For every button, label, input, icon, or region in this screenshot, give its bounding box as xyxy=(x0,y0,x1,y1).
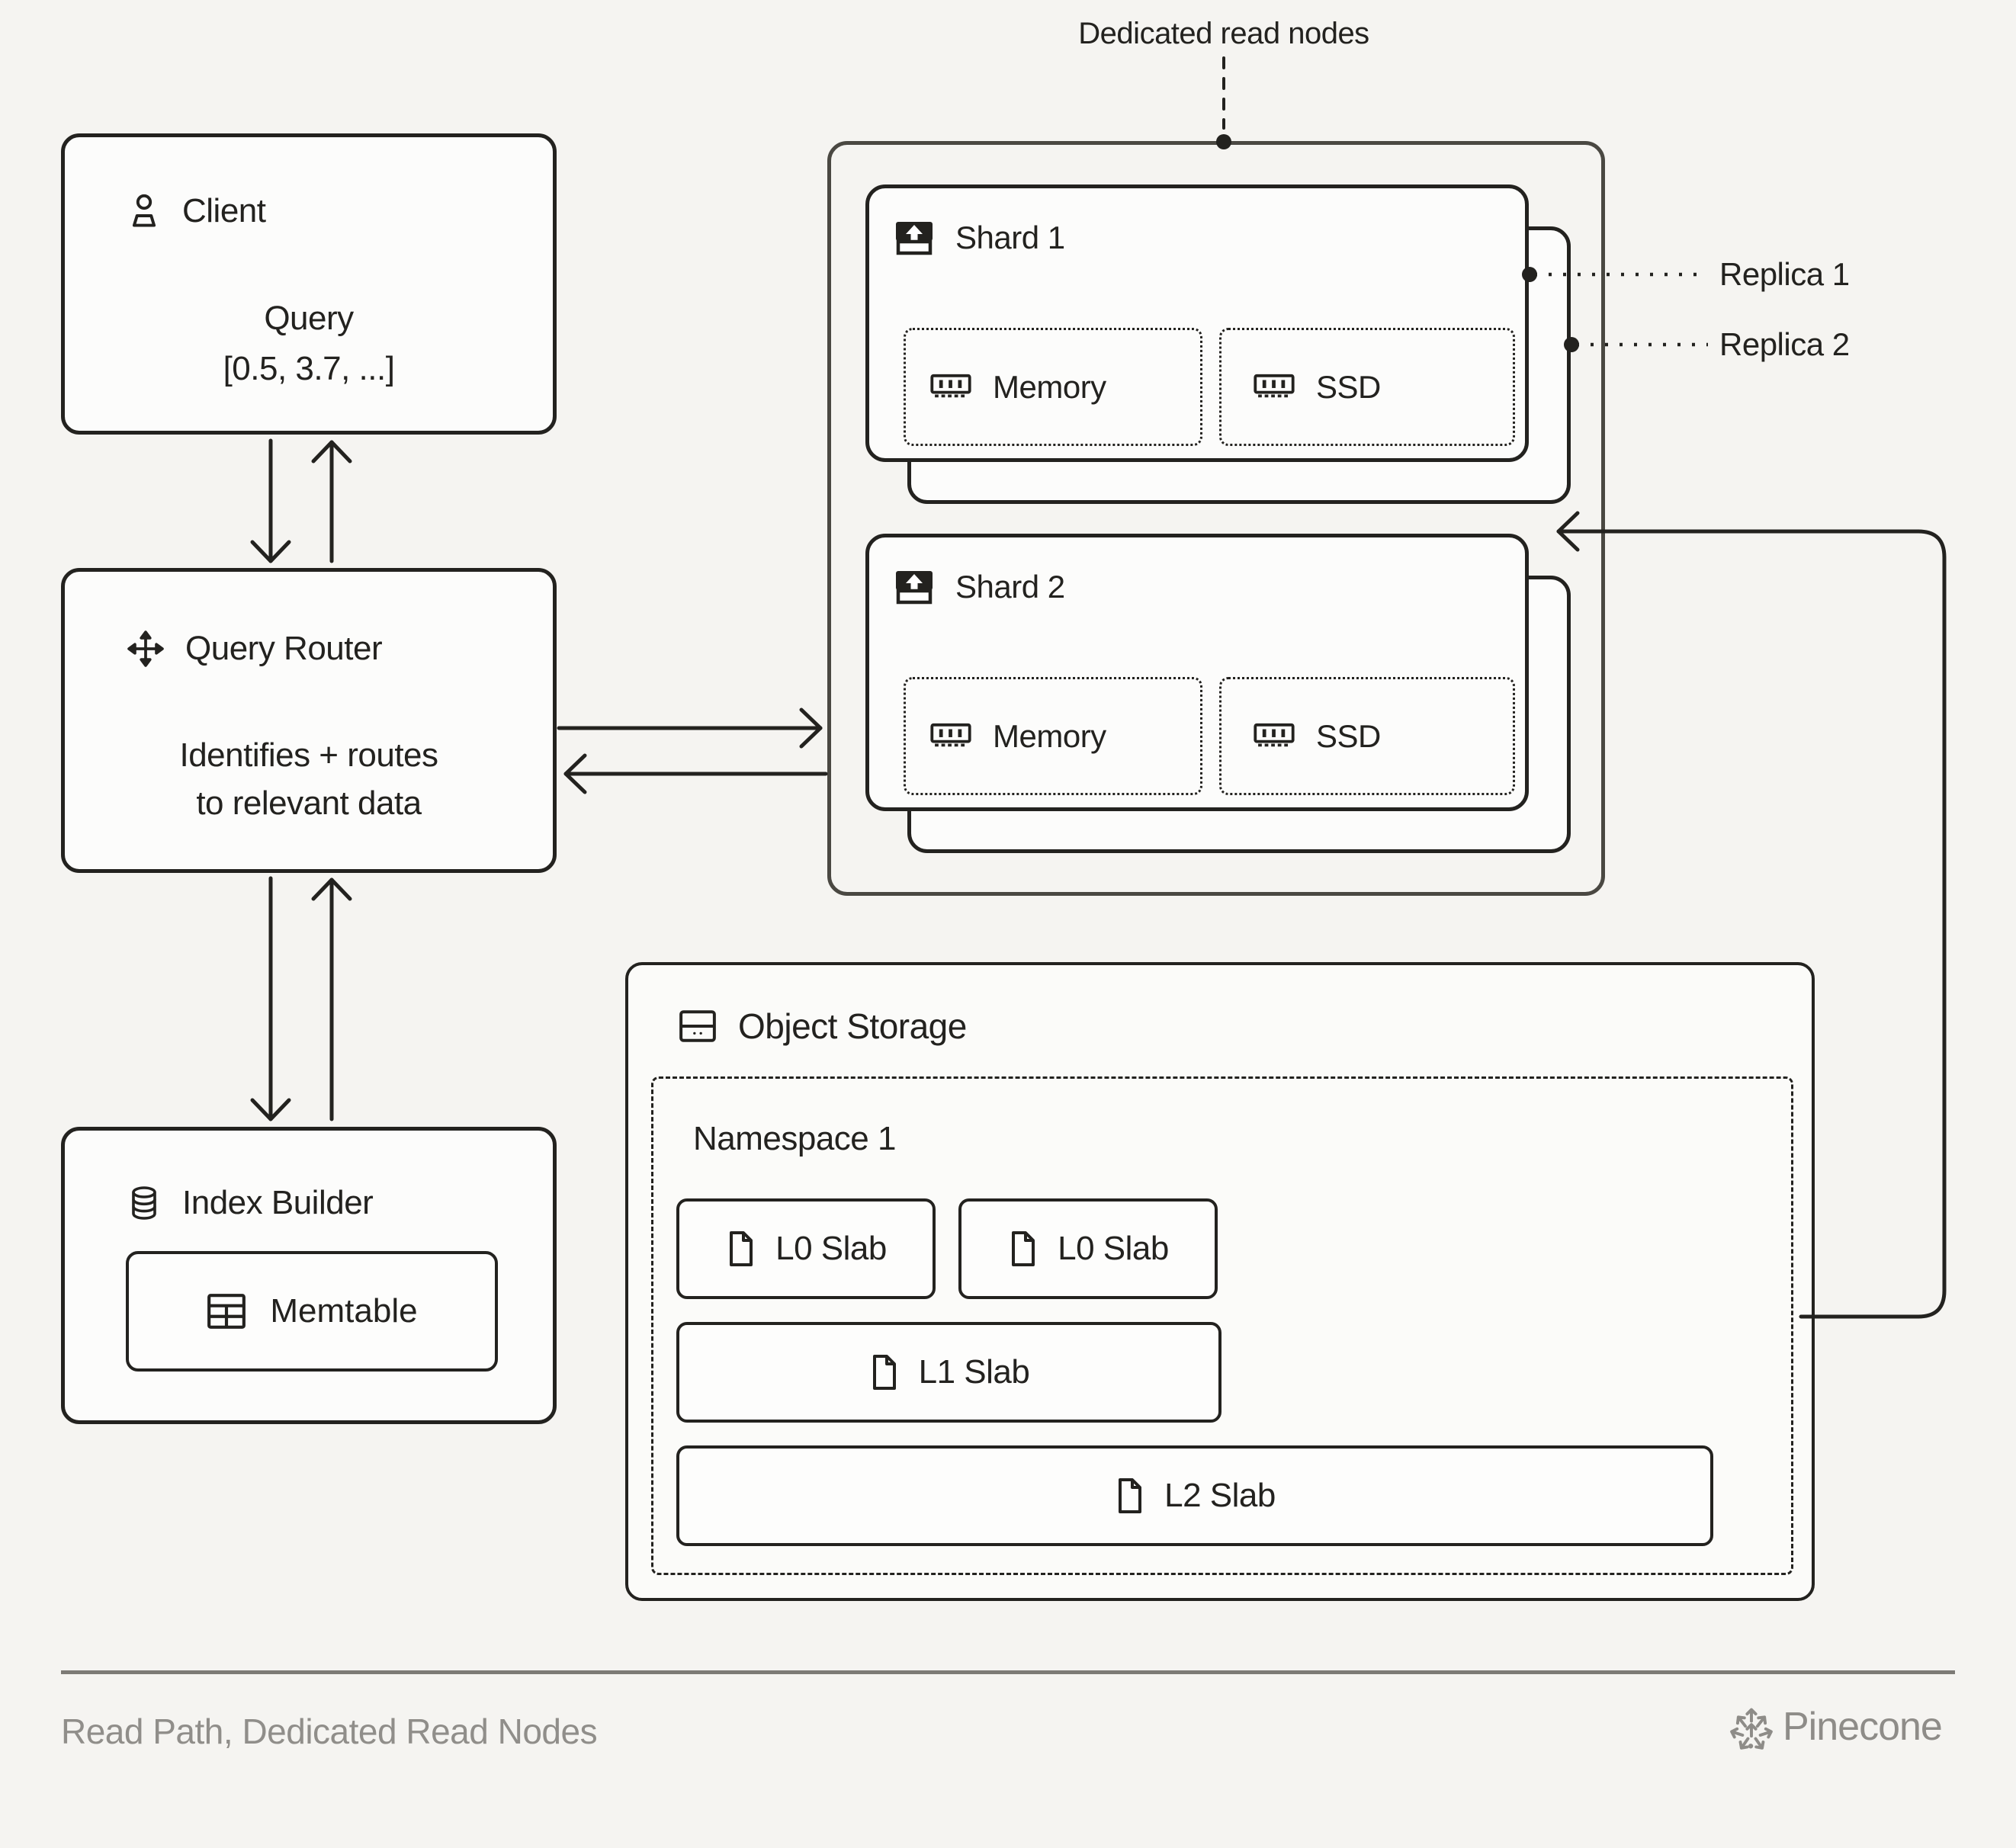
client-query-label: Query xyxy=(264,300,354,337)
query-router-desc-2: to relevant data xyxy=(196,784,422,822)
query-router-box: Query Router Identifies + routes to rele… xyxy=(61,568,557,873)
brand-wordmark: Pinecone xyxy=(1783,1705,1943,1749)
shard1-card: Shard 1 Memory xyxy=(865,184,1529,462)
l2-slab-label: L2 Slab xyxy=(1164,1477,1276,1514)
namespace-label: Namespace 1 xyxy=(693,1120,896,1157)
index-builder-box: Index Builder Memtable xyxy=(61,1127,557,1424)
tray-arrow-up-icon xyxy=(894,569,934,605)
object-storage-header: Object Storage xyxy=(679,1006,967,1046)
shard1-ssd-label: SSD xyxy=(1316,368,1381,405)
shards-to-router-arrow xyxy=(563,753,828,794)
footer-divider xyxy=(61,1670,1955,1674)
dedicated-read-nodes-label: Dedicated read nodes xyxy=(1078,17,1369,50)
query-router-title: Query Router xyxy=(185,630,383,667)
ram-stick-icon xyxy=(1252,722,1296,751)
database-icon xyxy=(127,1185,161,1221)
router-to-client-arrow xyxy=(311,440,352,563)
shard2-header: Shard 2 xyxy=(894,569,1065,605)
index-builder-header: Index Builder xyxy=(127,1184,374,1222)
shard1-header: Shard 1 xyxy=(894,220,1065,255)
shard2-card: Shard 2 Memory xyxy=(865,534,1529,811)
shard1-memory-label: Memory xyxy=(993,368,1106,405)
footer-caption: Read Path, Dedicated Read Nodes xyxy=(61,1712,598,1751)
storage-drive-icon xyxy=(679,1009,717,1044)
file-icon xyxy=(1007,1230,1038,1268)
dedicated-read-nodes-connector xyxy=(1216,56,1231,149)
file-icon xyxy=(1114,1477,1144,1515)
replica1-label: Replica 1 xyxy=(1719,256,1850,292)
shard2-title: Shard 2 xyxy=(955,569,1065,605)
l0-slab-box-1: L0 Slab xyxy=(676,1198,936,1299)
client-header: Client xyxy=(127,192,266,230)
l0-slab-box-2: L0 Slab xyxy=(958,1198,1218,1299)
ram-stick-icon xyxy=(929,722,973,751)
ram-stick-icon xyxy=(929,373,973,402)
l1-slab-box: L1 Slab xyxy=(676,1322,1221,1423)
query-router-desc-1: Identifies + routes xyxy=(179,736,438,774)
shard2-ssd-label: SSD xyxy=(1316,717,1381,754)
object-storage-title: Object Storage xyxy=(738,1006,967,1046)
pinecone-logo-icon xyxy=(1729,1703,1774,1750)
l0-slab-label-1: L0 Slab xyxy=(775,1230,887,1267)
router-to-shards-arrow xyxy=(557,707,823,749)
client-box: Client Query [0.5, 3.7, ...] xyxy=(61,133,557,435)
l1-slab-label: L1 Slab xyxy=(918,1353,1030,1391)
shard1-title: Shard 1 xyxy=(955,220,1065,255)
index-to-router-arrow xyxy=(311,877,352,1121)
table-grid-icon xyxy=(206,1292,247,1330)
ram-stick-icon xyxy=(1252,373,1296,402)
brand-lockup: Pinecone xyxy=(1729,1703,1943,1750)
l0-slab-label-2: L0 Slab xyxy=(1058,1230,1169,1267)
index-builder-title: Index Builder xyxy=(182,1184,374,1221)
router-to-index-arrow xyxy=(250,876,291,1121)
file-icon xyxy=(868,1353,899,1391)
client-title: Client xyxy=(182,192,266,229)
query-router-header: Query Router xyxy=(127,630,383,668)
object-storage-box: Object Storage Namespace 1 L0 Slab xyxy=(625,962,1815,1601)
tray-arrow-up-icon xyxy=(894,220,934,255)
shard1-ssd-box: SSD xyxy=(1219,328,1515,446)
memtable-box: Memtable xyxy=(126,1251,498,1372)
client-query-vector: [0.5, 3.7, ...] xyxy=(223,350,395,387)
shard2-ssd-box: SSD xyxy=(1219,677,1515,795)
client-to-router-arrow xyxy=(250,438,291,563)
person-icon xyxy=(127,193,161,229)
file-icon xyxy=(725,1230,756,1268)
shard2-memory-box: Memory xyxy=(904,677,1202,795)
move-arrows-icon xyxy=(127,630,164,667)
shard1-memory-box: Memory xyxy=(904,328,1202,446)
memtable-label: Memtable xyxy=(270,1292,418,1330)
shard2-memory-label: Memory xyxy=(993,717,1106,754)
namespace-box: Namespace 1 L0 Slab L0 Slab xyxy=(651,1076,1793,1575)
l2-slab-box: L2 Slab xyxy=(676,1445,1713,1546)
replica2-label: Replica 2 xyxy=(1719,326,1850,362)
